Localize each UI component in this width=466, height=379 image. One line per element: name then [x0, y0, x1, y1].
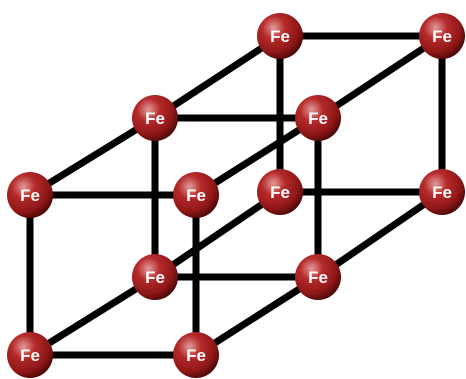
fe-atom: Fe — [295, 95, 341, 141]
bond-line — [28, 274, 157, 358]
atom-label: Fe — [308, 109, 328, 128]
bond-line — [153, 189, 282, 280]
fe-atom: Fe — [173, 332, 219, 378]
fe-atom: Fe — [7, 172, 53, 218]
atom-sphere — [295, 254, 341, 300]
fe-atom: Fe — [257, 169, 303, 215]
atom-sphere — [295, 95, 341, 141]
atom-sphere — [257, 169, 303, 215]
atom-sphere — [132, 95, 178, 141]
atom-sphere — [173, 332, 219, 378]
fe-atom: Fe — [419, 13, 465, 59]
atom-label: Fe — [432, 183, 452, 202]
atom-label: Fe — [186, 186, 206, 205]
atom-label: Fe — [20, 186, 40, 205]
atom-sphere — [419, 13, 465, 59]
fe-atom: Fe — [132, 254, 178, 300]
bond-line — [316, 33, 444, 121]
atom-label: Fe — [145, 268, 165, 287]
fe-atom: Fe — [7, 332, 53, 378]
fe-atom: Fe — [257, 13, 303, 59]
atom-label: Fe — [20, 346, 40, 365]
bond-line — [194, 274, 320, 358]
atom-sphere — [7, 172, 53, 218]
atom-label: Fe — [270, 27, 290, 46]
atom-label: Fe — [432, 27, 452, 46]
fe-atom: Fe — [132, 95, 178, 141]
atom-label: Fe — [186, 346, 206, 365]
atom-sphere — [419, 169, 465, 215]
bonds — [26, 32, 446, 359]
atom-sphere — [173, 172, 219, 218]
bond-line — [316, 189, 444, 280]
fe-atom: Fe — [295, 254, 341, 300]
atom-label: Fe — [145, 109, 165, 128]
fe-atom: Fe — [419, 169, 465, 215]
bond-line — [153, 33, 282, 121]
atom-sphere — [7, 332, 53, 378]
bond-line — [28, 115, 157, 198]
atom-label: Fe — [308, 268, 328, 287]
atom-sphere — [132, 254, 178, 300]
atom-label: Fe — [270, 183, 290, 202]
atom-sphere — [257, 13, 303, 59]
bond-line — [194, 115, 320, 198]
fe-atom: Fe — [173, 172, 219, 218]
